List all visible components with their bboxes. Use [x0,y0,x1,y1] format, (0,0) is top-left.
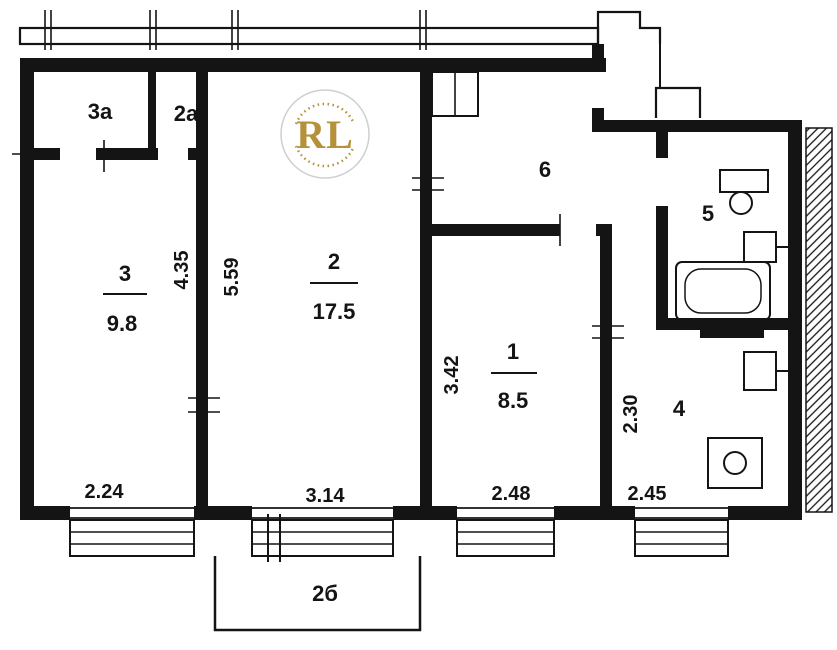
room-3-area: 9.8 [107,311,138,336]
rl-logo-arc-bottom [294,145,356,168]
upper-exterior-wall [18,10,702,118]
dim-room1-depth: 3.42 [441,356,463,395]
window-room4 [634,519,729,557]
wall-hall-bath-upper [656,132,668,158]
room-5-label: 5 [702,201,714,226]
dim-room2-depth: 5.59 [221,258,243,297]
dim-room1-width: 2.48 [492,483,531,505]
room-2a-label: 2а [174,101,199,126]
wall-room2-room1 [420,72,432,510]
wall-closets-bottom-a [34,148,60,160]
wall-bottom-b [194,506,252,520]
bath-sink-icon [743,231,788,263]
fixtures [675,169,788,489]
kitchen-wall-sink-icon [743,351,788,391]
balcony-door-marks [267,514,281,562]
wall-bottom-e [728,506,802,520]
dimension-labels: 2.24 3.14 2.48 2.45 4.35 5.59 3.42 2.30 [85,251,667,507]
wall-closets-divider [148,72,156,148]
room-1-area: 8.5 [498,388,529,413]
room-labels: 3а 2а 3 9.8 2 17.5 1 8.5 6 5 4 2б [88,99,714,606]
walls [20,44,802,520]
wall-left [20,58,34,520]
window-room1 [456,519,555,557]
wall-bottom-d [554,506,635,520]
wall-bottom-a [20,506,70,520]
wall-closets-bottom-b [96,148,158,160]
dim-room3-width: 2.24 [85,481,125,503]
rl-logo-text: RL [296,112,354,157]
rl-logo: RL [280,89,370,179]
room-3a-label: 3а [88,99,113,124]
kitchen-sink-icon [707,437,763,489]
balcony-outline [213,556,422,632]
building-jog [654,86,702,118]
wall-room3-room2 [196,72,208,510]
balcony-label: 2б [312,581,338,606]
room-6-label: 6 [539,157,551,182]
wall-entry-upper [592,44,604,72]
wall-top-main [20,58,606,72]
wall-entry-lower [592,108,604,120]
wall-top-right [592,120,802,132]
stairwell-notch [596,10,662,44]
area-underlines [103,282,537,374]
rl-logo-arc-top [294,102,356,125]
wall-hall-bath-lower [656,206,668,318]
wall-bottom-c [393,506,457,520]
window-sill-lines [70,507,728,519]
windows [69,514,729,562]
toilet-icon [719,169,769,215]
wall-right [788,120,802,520]
wall-closets-bottom-c [188,148,196,160]
room-3-number: 3 [119,261,131,286]
dim-room3-depth: 4.35 [171,251,193,290]
window-room3 [69,519,195,557]
vent-shaft [431,71,479,117]
window-room2 [251,519,394,557]
room-4-label: 4 [673,396,686,421]
room-1-number: 1 [507,339,519,364]
bathtub-icon [675,261,771,321]
wall-room1-top-a [432,224,560,236]
wall-bath-threshold [700,330,764,338]
room-2-number: 2 [328,249,340,274]
dimension-ticks [12,140,624,413]
dim-room4-width: 2.45 [628,483,667,505]
right-hatch-band [805,127,833,513]
dim-room4-depth: 2.30 [620,395,642,434]
dim-room2-width: 3.14 [306,485,346,507]
wall-room1-room4 [600,224,612,506]
room-2-area: 17.5 [313,299,356,324]
